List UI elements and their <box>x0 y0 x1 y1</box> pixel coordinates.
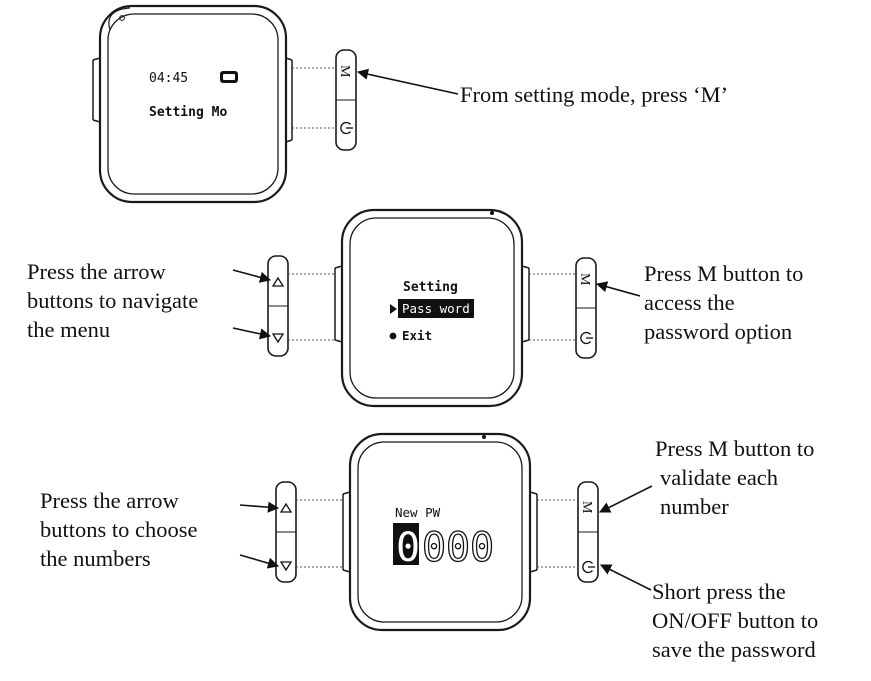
power-icon[interactable] <box>340 121 353 135</box>
caption-access-password: Press M button to access the password op… <box>644 259 803 346</box>
panel-3: New PW 0 0 0 0 M <box>239 432 653 632</box>
device-1 <box>92 4 293 204</box>
menu-highlight <box>398 299 474 318</box>
triangle-pointer-icon <box>390 304 397 314</box>
arrow-to-down-2 <box>232 327 272 340</box>
device-3 <box>342 432 538 632</box>
caption-line: the numbers <box>40 546 151 571</box>
power-icon[interactable] <box>582 560 595 574</box>
arrow-to-m-1 <box>356 68 459 95</box>
right-button-strip-2 <box>575 257 597 359</box>
up-triangle-icon[interactable] <box>279 502 293 513</box>
caption-choose-numbers: Press the arrow buttons to choose the nu… <box>40 486 198 573</box>
caption-line: Press M button to <box>655 436 815 461</box>
caption-line: Press M button to <box>644 261 804 286</box>
caption-line: ON/OFF button to <box>652 608 819 633</box>
caption-line: Press the arrow <box>27 259 166 284</box>
down-triangle-icon[interactable] <box>271 333 285 344</box>
caption-save-password: Short press the ON/OFF button to save th… <box>652 577 818 664</box>
arrow-to-power-3 <box>599 564 652 591</box>
pw-digit-3: 0 <box>446 525 470 571</box>
down-triangle-icon[interactable] <box>279 561 293 572</box>
pw-digit-1: 0 <box>396 525 420 571</box>
panel-1: 04:45 Setting Mo M <box>92 4 459 204</box>
caption-line: Short press the <box>652 579 786 604</box>
left-button-strip-3 <box>275 481 297 583</box>
m-button-label[interactable]: M <box>337 65 352 78</box>
menu-item-password[interactable]: Pass word <box>402 301 470 316</box>
arrow-to-down-3 <box>239 554 280 569</box>
power-icon[interactable] <box>580 331 593 345</box>
pw-digit-4: 0 <box>470 525 494 571</box>
digit-cursor <box>393 523 419 565</box>
caption-validate-number: Press M button to validate each number <box>655 434 814 521</box>
caption-line: access the <box>644 290 735 315</box>
caption-navigate-menu: Press the arrow buttons to navigate the … <box>27 257 198 344</box>
caption-line: password option <box>644 319 793 344</box>
pw-digit-2: 0 <box>422 525 446 571</box>
right-button-strip-3 <box>577 481 599 583</box>
menu-title: Setting <box>403 280 458 295</box>
m-button-label-2[interactable]: M <box>577 273 592 286</box>
arrow-to-up-3 <box>239 501 280 513</box>
caption-press-m: From setting mode, press ‘M’ <box>460 80 728 109</box>
caption-line: save the password <box>652 637 816 662</box>
caption-line: buttons to navigate <box>27 288 199 313</box>
caption-line: validate each <box>660 465 779 490</box>
setting-mode-text: Setting Mo <box>149 105 227 120</box>
arrow-to-m-3 <box>598 485 653 513</box>
caption-line: buttons to choose <box>40 517 198 542</box>
caption-line: Press the arrow <box>40 488 179 513</box>
m-button-label-3[interactable]: M <box>579 501 594 514</box>
arrow-to-m-2 <box>595 281 641 297</box>
menu-item-exit[interactable]: Exit <box>402 328 432 343</box>
battery-icon <box>220 71 238 83</box>
caption-line: number <box>660 494 729 519</box>
clock-time: 04:45 <box>149 71 188 86</box>
up-triangle-icon[interactable] <box>271 276 285 287</box>
panel-2: Setting Pass word Exit M <box>232 208 641 408</box>
left-button-strip-2 <box>267 255 289 357</box>
arrow-to-up-2 <box>232 269 272 283</box>
caption-line: the menu <box>27 317 111 342</box>
bullet-icon <box>389 332 397 340</box>
new-pw-label: New PW <box>395 505 441 520</box>
caption-line: From setting mode, press ‘M’ <box>460 82 729 107</box>
